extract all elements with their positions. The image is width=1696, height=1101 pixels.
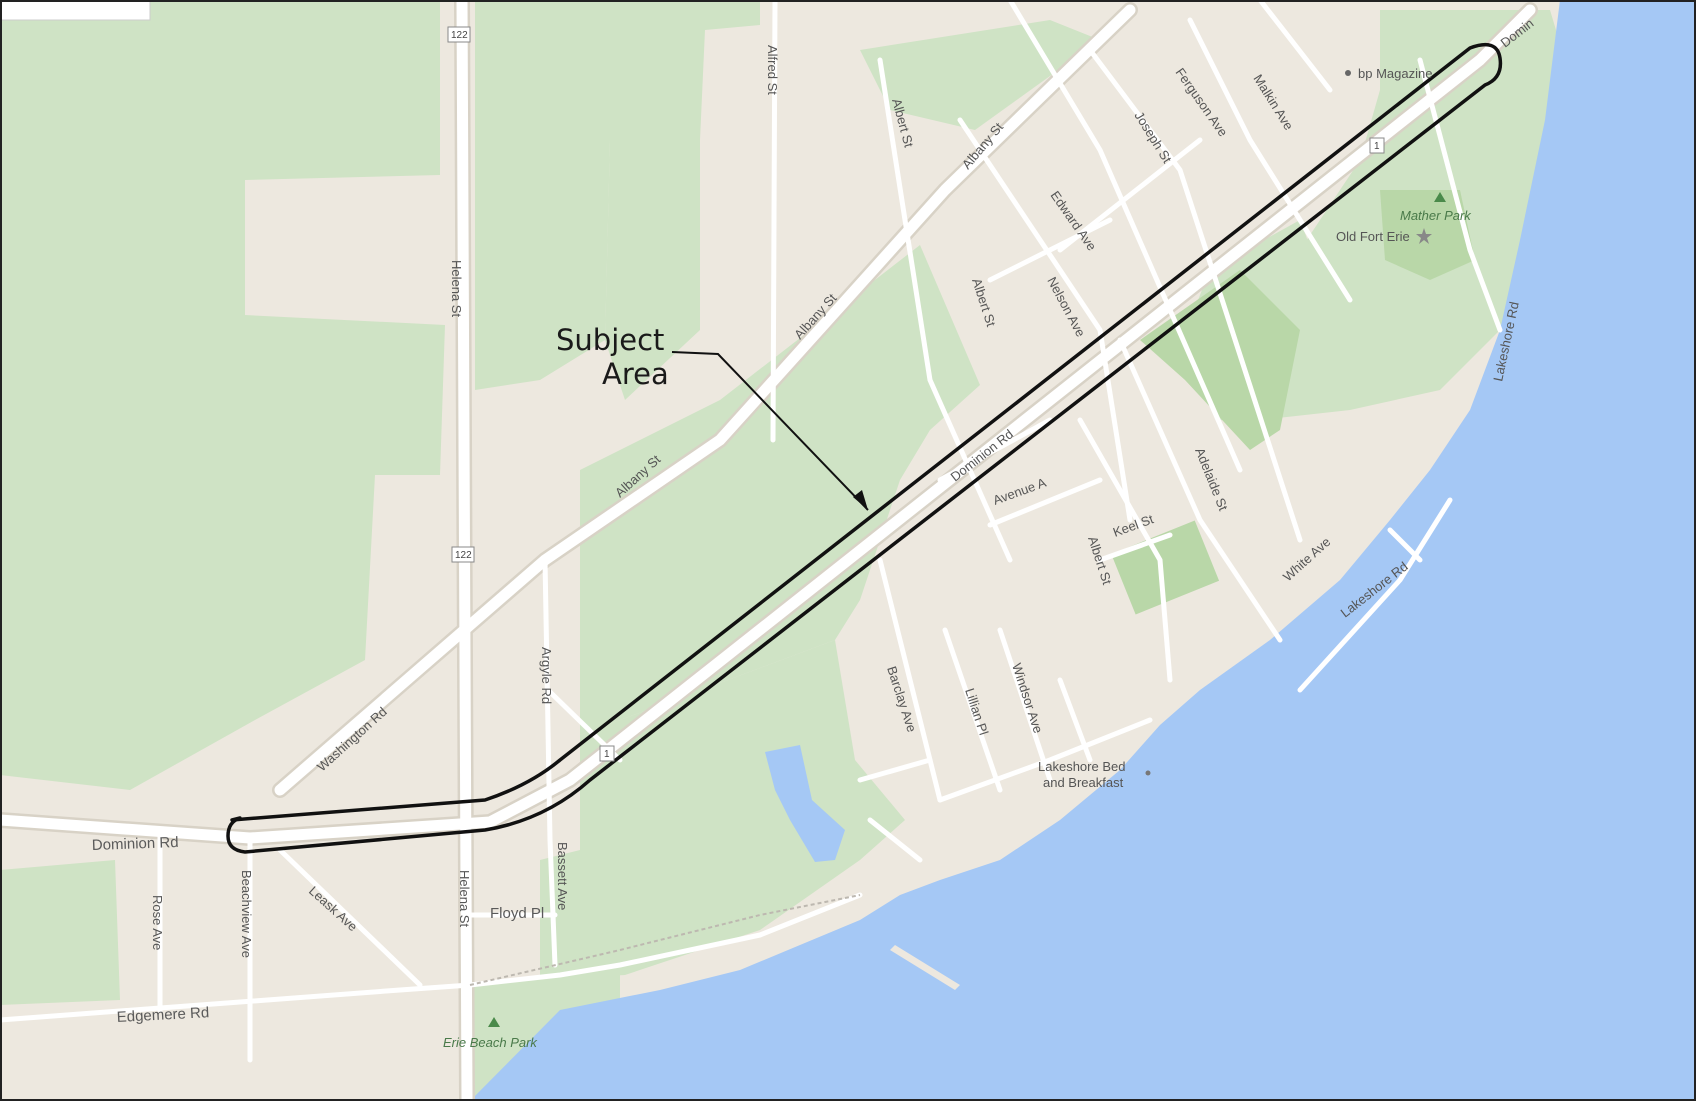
hwy-1-shield-west: 1	[599, 745, 615, 762]
railway	[469, 894, 861, 986]
street-label-argyle-rd: Argyle Rd	[539, 647, 554, 704]
street-label-helena-st-north: Helena St	[449, 260, 464, 317]
svg-text:1: 1	[604, 749, 610, 760]
lakeshore-bb-marker[interactable]	[1145, 770, 1151, 776]
road-network	[0, 0, 1538, 1101]
street-label-dominion-rd: Dominion Rd	[92, 834, 179, 854]
place-label-lakeshore-bb-1: Lakeshore Bed	[1038, 759, 1125, 774]
callout-label-subject: Subject	[556, 323, 664, 357]
callout-arrowhead	[853, 490, 868, 510]
place-label-erie-beach-park: Erie Beach Park	[443, 1035, 538, 1050]
street-label-floyd-pl: Floyd Pl	[490, 905, 544, 922]
callout-leader	[671, 351, 869, 511]
erie-beach-park-icon[interactable]	[488, 1017, 500, 1027]
hwy-122-shield-north: 122	[447, 26, 471, 43]
street-label-bassett-ave: Bassett Ave	[555, 842, 570, 910]
place-label-mather-park: Mather Park	[1400, 208, 1472, 223]
callout-label-area: Area	[602, 357, 669, 391]
lake-water	[470, 0, 1696, 1101]
corner-box	[0, 0, 151, 21]
street-label-edgemere-rd: Edgemere Rd	[116, 1004, 209, 1026]
street-label-rose-ave: Rose Ave	[150, 895, 165, 950]
svg-text:1: 1	[1374, 141, 1380, 152]
pond	[765, 745, 845, 862]
subject-area-outline[interactable]	[226, 42, 1503, 854]
svg-text:122: 122	[455, 550, 472, 561]
street-label-helena-st-south: Helena St	[457, 870, 472, 927]
old-fort-erie-icon[interactable]	[1416, 228, 1432, 244]
pier	[890, 945, 960, 990]
bp-magazine-marker[interactable]	[1345, 70, 1351, 76]
park-areas-dark	[1111, 190, 1475, 615]
place-label-bp-magazine: bp Magazine	[1358, 66, 1432, 81]
hwy-1-shield-east: 1	[1369, 137, 1385, 154]
svg-text:122: 122	[451, 30, 468, 41]
mather-park-icon[interactable]	[1434, 192, 1446, 202]
street-label-alfred-st: Alfred St	[765, 45, 780, 95]
place-label-lakeshore-bb-2: and Breakfast	[1043, 775, 1124, 790]
hwy-122-shield-south: 122	[451, 546, 475, 563]
street-label-beachview-ave: Beachview Ave	[239, 870, 254, 958]
place-label-old-fort-erie: Old Fort Erie	[1336, 229, 1410, 244]
